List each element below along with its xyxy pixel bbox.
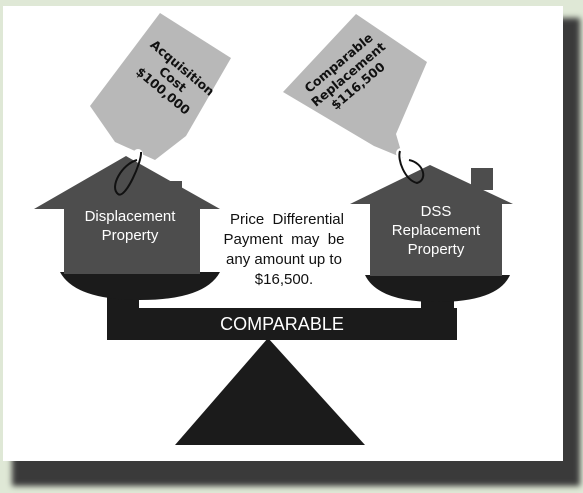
scale-beam <box>107 308 457 340</box>
right-house-label-line1: DSS <box>421 203 452 220</box>
left-tag-shape <box>90 13 231 160</box>
right-pan <box>365 275 510 302</box>
note-line1: Price Differential <box>230 211 344 228</box>
right-house-label-line3: Property <box>408 241 465 258</box>
left-pan <box>60 272 220 300</box>
left-house: Displacement Property <box>34 156 220 274</box>
right-tag-shape <box>283 14 427 158</box>
right-tag-hole <box>396 148 406 158</box>
right-house-label-line2: Replacement <box>392 222 481 239</box>
left-house-label-line1: Displacement <box>85 208 177 225</box>
beam-label: COMPARABLE <box>220 314 344 334</box>
right-house-chimney <box>471 168 493 190</box>
right-tag-string <box>398 150 425 185</box>
right-house: DSS Replacement Property <box>350 165 513 276</box>
note-line2: Payment may be <box>224 231 345 248</box>
price-differential-note: Price Differential Payment may be any am… <box>224 211 345 288</box>
note-line3: any amount up to <box>226 251 342 268</box>
left-price-tag: Acquisition Cost $100,000 <box>90 13 231 196</box>
left-tag-string <box>114 151 142 196</box>
right-price-tag: Comparable Replacement $116,500 <box>283 14 427 185</box>
left-house-body <box>34 156 220 274</box>
left-house-label-line2: Property <box>102 227 159 244</box>
fulcrum-triangle <box>175 338 365 445</box>
note-line4: $16,500. <box>255 271 313 288</box>
right-house-body <box>350 165 513 276</box>
